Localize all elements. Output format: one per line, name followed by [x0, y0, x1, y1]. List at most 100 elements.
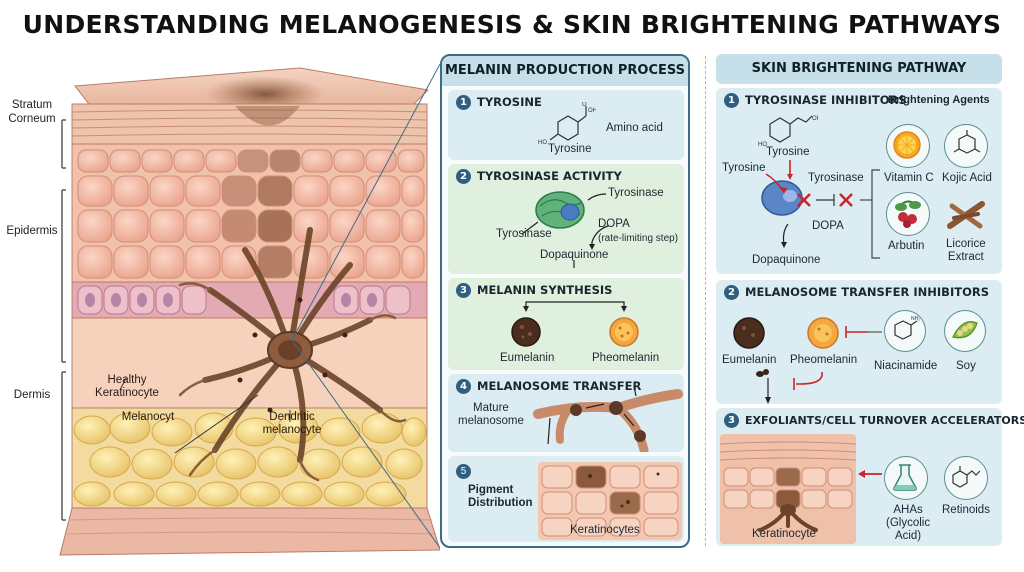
chem-ho: HO — [758, 142, 767, 148]
label-keratinocyte: Keratinocyte — [752, 528, 816, 540]
section2-arrows — [756, 326, 882, 404]
step-title: TYROSINE — [477, 95, 542, 109]
label-dopaquinone: Dopaquinone — [752, 254, 821, 266]
keratinocyte-cells-icon — [538, 462, 682, 540]
section-header: 2 MELANOSOME TRANSFER INHIBITORS — [724, 285, 989, 300]
step-number: 5 — [456, 464, 471, 479]
tyrosine-molecule-icon: OH O HO — [538, 102, 596, 146]
skin-block-illustration — [59, 63, 441, 556]
epidermis-cells — [77, 149, 425, 279]
agent-vitamin-c: Vitamin C — [884, 172, 934, 184]
step-number: 3 — [456, 283, 471, 298]
tyrosinase-enzyme-icon — [535, 191, 585, 229]
label-healthy-keratinocyte: Healthy Keratinocyte — [95, 374, 159, 399]
vitamin-c-circle — [886, 124, 930, 168]
licorice-circle — [944, 192, 988, 236]
step-number: 1 — [456, 95, 471, 110]
label-pheomelanin: Pheomelanin — [592, 352, 660, 364]
agent-retinoids: Retinoids — [942, 504, 990, 516]
agent-arbutin: Arbutin — [888, 240, 925, 252]
soybean-icon — [952, 321, 978, 339]
arbutin-circle — [886, 192, 930, 236]
layer-label-stratum-corneum: Stratum Corneum — [8, 99, 56, 125]
melanocyte-dendrite-icon — [533, 385, 683, 452]
orange-slice-icon — [893, 131, 921, 159]
agent-licorice-extract: Licorice Extract — [946, 238, 986, 263]
step-title: TYROSINASE ACTIVITY — [477, 169, 622, 183]
flask-icon — [893, 464, 917, 491]
licorice-root-icon — [947, 201, 985, 229]
layer-label-epidermis: Epidermis — [6, 225, 58, 237]
step-number: 2 — [456, 169, 471, 184]
chem-ho: HO — [538, 140, 547, 146]
step-header: 5 — [456, 462, 477, 480]
inhibit-cross-icon — [839, 193, 853, 207]
step-title: Pigment Distribution — [468, 484, 533, 509]
production-step-pigment-distribution: 5 Pigment Distribution Keratinocytes — [448, 456, 684, 542]
section-header: 1 TYROSINASE INHIBITORS — [724, 93, 907, 108]
agent-kojic-acid: Kojic Acid — [942, 172, 992, 184]
step-number: 4 — [456, 379, 471, 394]
layer-label-dermis: Dermis — [13, 389, 51, 401]
chem-o: O — [582, 102, 587, 108]
label-tyrosinase-left: Tyrosinase — [496, 228, 552, 240]
aha-circle — [884, 456, 928, 500]
panel-divider — [705, 56, 706, 546]
inhibit-cross-icon — [797, 193, 811, 207]
chem-oh: OH — [588, 108, 596, 114]
label-dopa: DOPA — [812, 220, 844, 232]
label-dopa: DOPA — [598, 218, 630, 230]
skin-cross-section: Stratum Corneum Epidermis Dermis Healthy… — [0, 50, 441, 570]
brightening-agents-heading: Brightening Agents — [888, 94, 990, 106]
kojic-acid-molecule-icon — [953, 130, 981, 154]
retinoid-circle — [944, 456, 988, 500]
step3-arrows — [523, 301, 627, 312]
step-header: 3 MELANIN SYNTHESIS — [456, 283, 612, 298]
label-rate-limiting: (rate-limiting step) — [598, 233, 679, 244]
tyrosine-molecule-icon: OH HO — [758, 115, 818, 148]
chem-nh2: NH₂ — [911, 316, 920, 322]
eumelanin-granule-icon — [511, 317, 541, 347]
niacinamide-molecule-icon: NH₂ — [894, 316, 920, 340]
label-eumelanin: Eumelanin — [500, 352, 555, 364]
step-header: 1 TYROSINE — [456, 95, 542, 110]
label-tyrosine-left: Tyrosine — [722, 162, 766, 174]
kojic-acid-circle — [944, 124, 988, 168]
retinoid-molecule-icon — [952, 466, 981, 488]
berry-icon — [895, 200, 921, 228]
page-title: UNDERSTANDING MELANOGENESIS & SKIN BRIGH… — [22, 10, 1002, 39]
section-title: TYROSINASE INHIBITORS — [745, 93, 907, 107]
label-mature-melanosome: Mature melanosome — [458, 402, 524, 427]
exfoliated-skin-icon — [720, 434, 856, 544]
step-header: 2 TYROSINASE ACTIVITY — [456, 169, 622, 184]
brightening-panel-title: SKIN BRIGHTENING PATHWAY — [716, 54, 1002, 84]
pheomelanin-granule-icon — [609, 317, 639, 347]
section-title: EXFOLIANTS/CELL TURNOVER ACCELERATORS — [745, 414, 1024, 427]
eumelanin-granule-icon — [733, 317, 765, 349]
label-tyrosinase: Tyrosinase — [808, 172, 864, 184]
brightening-section-tyrosinase-inhibitors: 1 TYROSINASE INHIBITORS Brightening Agent… — [716, 88, 1002, 274]
label-dopaquinone: Dopaquinone — [540, 249, 609, 261]
label-tyrosine-top: Tyrosine — [766, 146, 810, 158]
step-title: MELANIN SYNTHESIS — [477, 283, 613, 297]
production-panel-title: MELANIN PRODUCTION PROCESS — [442, 56, 688, 86]
soy-circle — [944, 310, 986, 352]
label-dendritic-melanocyte: Dendritic melanocyte — [262, 411, 322, 436]
agent-soy: Soy — [956, 360, 976, 372]
section-title: MELANOSOME TRANSFER INHIBITORS — [745, 285, 989, 299]
agent-ahas: AHAs (Glycolic Acid) — [886, 504, 931, 542]
melanin-production-panel: MELANIN PRODUCTION PROCESS 1 TYROSINE OH … — [440, 54, 690, 548]
pheomelanin-granule-icon — [807, 317, 839, 349]
section-number: 1 — [724, 93, 739, 108]
label-amino-acid: Amino acid — [606, 122, 663, 134]
section-number: 2 — [724, 285, 739, 300]
section1-arrows — [765, 160, 880, 259]
chem-oh: OH — [812, 116, 818, 122]
agent-niacinamide: Niacinamide — [874, 360, 938, 372]
